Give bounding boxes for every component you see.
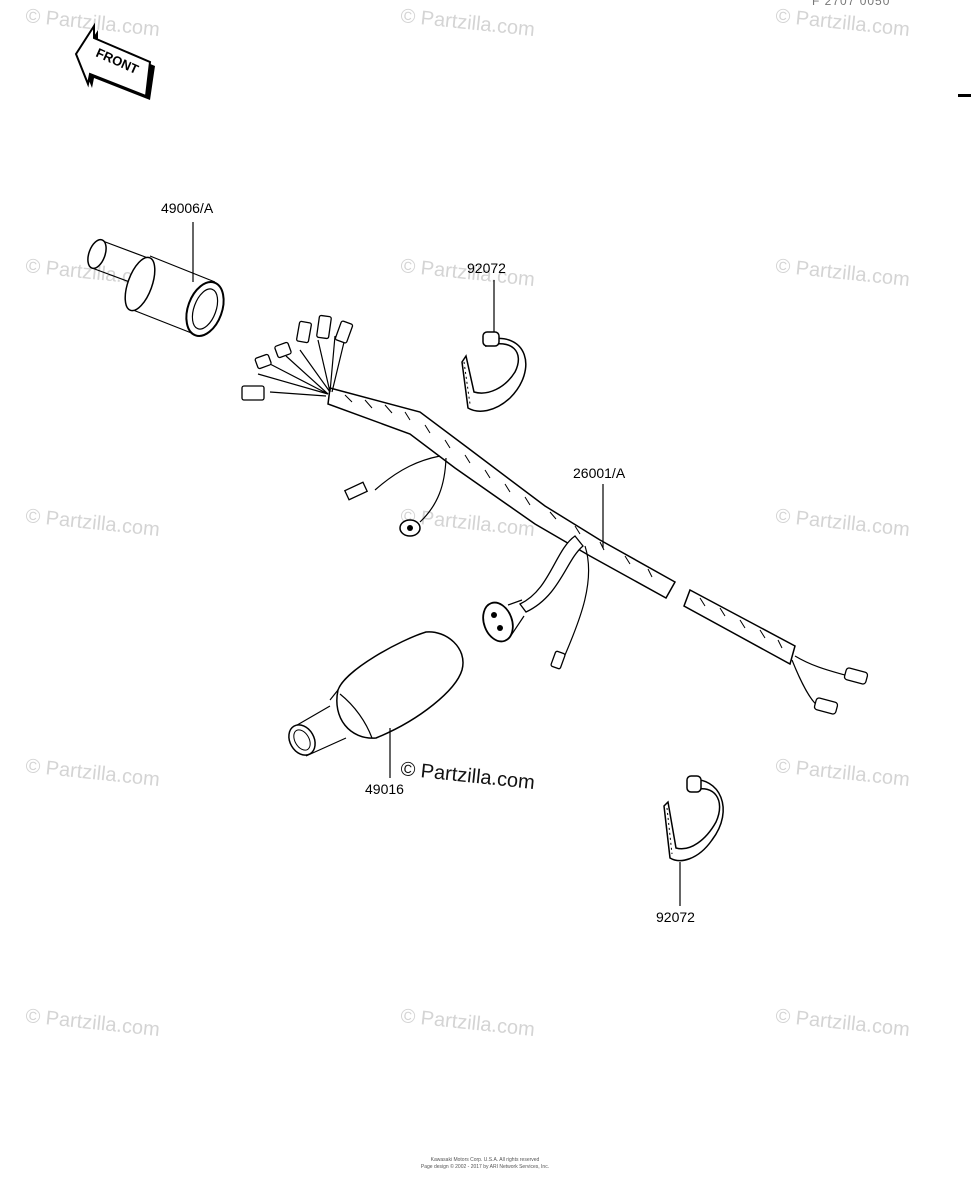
watermark: © Partzilla.com: [399, 1005, 535, 1041]
callout-49016: 49016: [365, 781, 404, 797]
watermarks: © Partzilla.com © Partzilla.com © Partzi…: [24, 5, 910, 1041]
watermark: © Partzilla.com: [24, 1005, 160, 1041]
clamp-top-part: [461, 331, 527, 412]
watermark: © Partzilla.com: [24, 505, 160, 541]
callout-92072-top: 92072: [467, 260, 506, 276]
wiring-harness-part: [241, 314, 869, 715]
watermark: © Partzilla.com: [774, 755, 910, 791]
clamp-bottom-part: [663, 775, 724, 862]
callout-49006a: 49006/A: [161, 200, 214, 216]
footer-design: Page design © 2002 - 2017 by ARI Network…: [420, 1164, 550, 1170]
edge-mark: [958, 94, 971, 97]
grommet-49006a-part: [87, 238, 225, 338]
callout-92072-bottom: 92072: [656, 909, 695, 925]
watermark: © Partzilla.com: [774, 505, 910, 541]
diagram-code: F 2707 0050: [812, 0, 891, 8]
watermark: © Partzilla.com: [774, 255, 910, 291]
watermark: © Partzilla.com: [399, 5, 535, 41]
footer-copyright: Kawasaki Motors Corp. U.S.A. All rights …: [430, 1157, 540, 1163]
callout-26001a: 26001/A: [573, 465, 626, 481]
watermark: © Partzilla.com: [774, 5, 910, 41]
watermark: © Partzilla.com: [24, 755, 160, 791]
center-watermark: © Partzilla.com: [399, 758, 535, 794]
front-arrow-icon: FRONT: [74, 22, 155, 100]
watermark: © Partzilla.com: [774, 1005, 910, 1041]
grommet-49016-part: [288, 631, 464, 758]
socket-part: [482, 599, 525, 643]
